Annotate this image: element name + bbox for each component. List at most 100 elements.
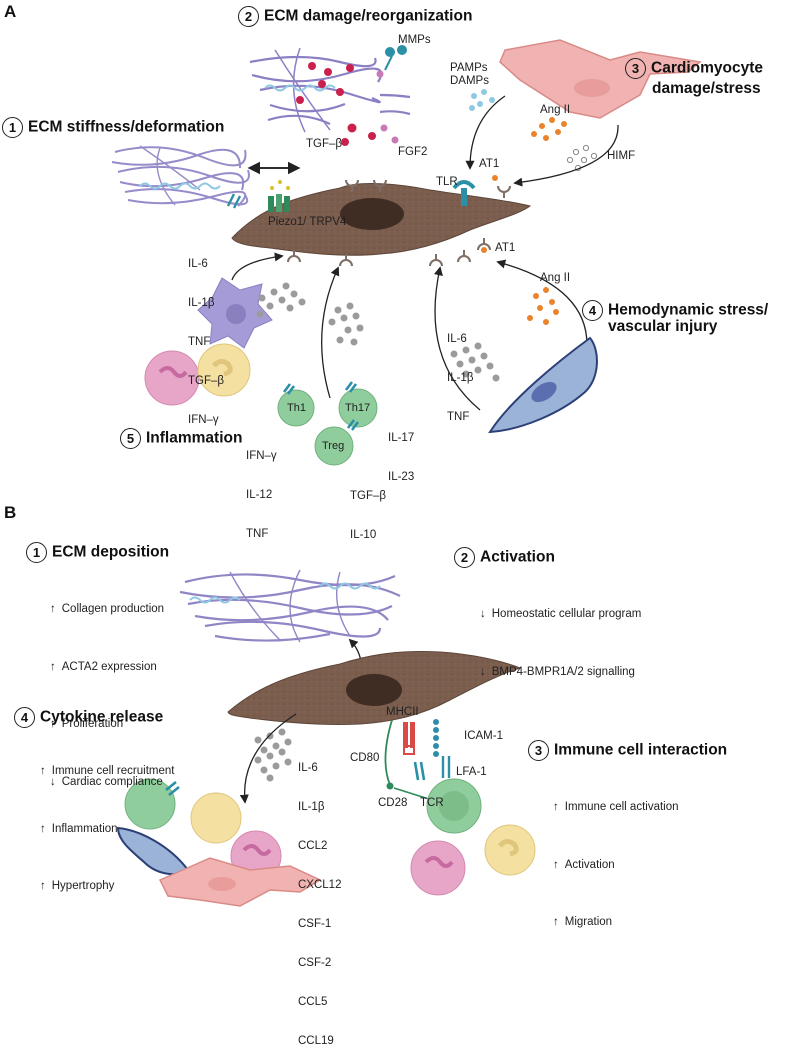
a-section-1-text: ECM stiffness/deformation <box>28 118 225 136</box>
b-section-2-item: ↓BMP4-BMPR1A/2 signalling <box>480 662 641 683</box>
b-section-1-list: ↑Collagen production ↑ACTA2 expression ↑… <box>50 562 164 812</box>
b-section-3-item: ↑Migration <box>553 912 679 933</box>
macro-cytokine: TGF–β <box>188 375 225 387</box>
tcr-icon-b <box>413 761 426 781</box>
b-section-4-item: ↑ Hypertrophy <box>40 876 174 897</box>
b-section-2-list: ↓Homeostatic cellular program ↓BMP4-BMPR… <box>480 567 641 701</box>
th17-label: Th17 <box>345 402 371 414</box>
receptor-cups-a <box>287 179 511 267</box>
cd80-link <box>384 719 393 786</box>
treg-cytokine-list: TGF–β IL-10 <box>350 464 386 555</box>
th17-cytokine-list: IL-17 IL-23 <box>388 406 414 497</box>
macro-cytokine: IL-1β <box>188 297 215 309</box>
arrow-icon: ↑ <box>553 858 559 871</box>
a-section-2-number: 2 <box>238 6 259 27</box>
angii-dots-vascular <box>527 287 559 325</box>
tlr-icon <box>452 180 476 206</box>
b-section-3-number: 3 <box>528 740 549 761</box>
b-section-3-list: ↑ Immune cell activation ↑ Activation ↑Mig… <box>553 760 679 952</box>
cd80-icon <box>386 782 394 790</box>
b-section-1-item-text: Cardiac compliance <box>61 776 163 789</box>
th1-cytokine: IL-12 <box>246 489 273 501</box>
b-section-4-item-text: Immune cell recruitment <box>51 764 175 777</box>
b-cytokine: CSF-2 <box>298 957 332 969</box>
arrow-vascular <box>434 266 481 411</box>
mhcii-icon <box>403 722 415 755</box>
treg-cell <box>314 426 354 466</box>
cd28-label: CD28 <box>378 797 408 809</box>
th17-cytokine: IL-23 <box>388 471 415 483</box>
arrow-tcell <box>321 266 340 399</box>
a-section-3-title-line2: damage/stress <box>652 80 761 97</box>
b-cytokine: CCL2 <box>298 840 328 852</box>
panel-a-label: A <box>4 2 17 21</box>
arrow-icon: ↓ <box>50 776 56 789</box>
b-cytokine: CXCL12 <box>298 879 342 891</box>
b-section-4-number: 4 <box>14 707 35 728</box>
b-section-1-title: 1 ECM deposition <box>26 542 169 563</box>
a-section-3-line1: Cardiomyocyte <box>651 59 763 77</box>
piezo-channel-icon <box>268 180 290 212</box>
treg-cytokine: TGF–β <box>350 490 387 502</box>
mmp-dots <box>296 62 384 146</box>
macrophage-a-nucleus <box>226 304 246 324</box>
b-section-1-number: 1 <box>26 542 47 563</box>
panel-b-label: B <box>4 503 17 522</box>
b-section-4-item-text: Hypertrophy <box>51 880 115 893</box>
hyaluronan-a1 <box>139 182 221 190</box>
b-cytokine: IL-6 <box>298 762 318 774</box>
b-section-1-item: ↑ACTA2 expression <box>50 657 164 678</box>
endothelial-a-nucleus <box>531 381 557 403</box>
at1-mid-label: AT1 <box>495 242 516 254</box>
arrow-icon: ↑ <box>553 800 559 813</box>
damp-arrow <box>465 95 506 170</box>
macro-cytokine: TNF <box>188 336 211 348</box>
angii-bound-mid <box>481 247 487 253</box>
arrow-icon: ↑ <box>40 822 46 835</box>
vascular-cytokine: IL-6 <box>447 333 467 345</box>
b-section-3-item: ↑ Immune cell activation <box>553 797 679 818</box>
tcr-label: TCR <box>420 797 444 809</box>
eosinophil-a <box>197 343 251 397</box>
b-section-1-item: ↑Collagen production <box>50 599 164 620</box>
pamps-label: PAMPs <box>450 62 488 74</box>
himf-label: HIMF <box>607 150 636 162</box>
arrow-icon: ↑ <box>40 880 46 893</box>
b-section-3-item-text: Activation <box>564 858 615 871</box>
arrow-icon: ↓ <box>480 607 486 620</box>
b-cytokine-list: IL-6 IL-1β CCL2 CXCL12 CSF-1 CSF-2 CCL5 … <box>298 736 341 1061</box>
pamps-dots <box>469 89 495 111</box>
mmp-icon <box>384 45 407 71</box>
hyaluronan-a2 <box>264 84 336 92</box>
th1-cytokine-list: IFN–γ IL-12 TNF <box>246 424 277 554</box>
b-section-1-item: ↑Proliferation <box>50 714 164 735</box>
cardiomyocyte-b <box>158 857 322 907</box>
cytokine-dots-a <box>256 282 500 382</box>
at1-top-label: AT1 <box>479 158 500 170</box>
lfa1-icon <box>441 756 451 778</box>
b-section-1-text: ECM deposition <box>52 543 170 561</box>
arrow-icon: ↑ <box>50 718 56 731</box>
neutrophil-a-nucleus <box>158 366 188 378</box>
t-cell-b2 <box>124 778 176 830</box>
eosinophil-b2 <box>190 792 242 844</box>
macro-cytokine-list: IL-6 IL-1β TNF TGF–β IFN–γ <box>188 232 224 440</box>
b-section-4-item-text: Inflammation <box>51 822 118 835</box>
eosinophil-b <box>484 824 536 876</box>
fibroblast-b-nucleus <box>346 674 402 706</box>
ecm-fibers-a1 <box>111 145 250 207</box>
b-section-3-item-text: Immune cell activation <box>564 800 679 813</box>
treg-cytokine: IL-10 <box>350 529 377 541</box>
fgf2-dots <box>380 124 399 144</box>
a-section-5-number: 5 <box>120 428 141 449</box>
mmps-label: MMPs <box>398 34 431 46</box>
th17-cytokine: IL-17 <box>388 432 415 444</box>
macro-cytokine: IFN–γ <box>188 414 219 426</box>
b-section-3-item: ↑ Activation <box>553 855 679 876</box>
arrow-icon: ↑ <box>40 764 46 777</box>
cd80-label: CD80 <box>350 752 380 764</box>
